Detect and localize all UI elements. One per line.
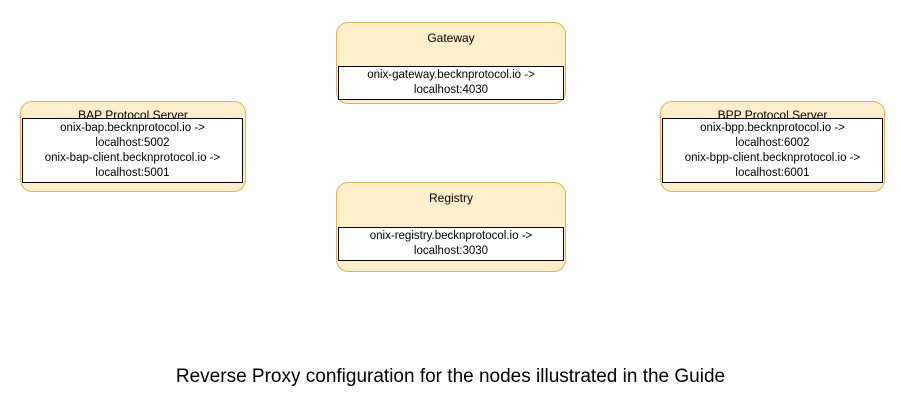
diagram-caption: Reverse Proxy configuration for the node… [175, 366, 726, 387]
proxy-mapping-line: onix-registry.becknprotocol.io -> [369, 230, 533, 242]
node-gateway-title: Gateway [427, 31, 475, 45]
node-bap-protocol-server-config-panel: onix-bap.becknprotocol.io -> localhost:5… [22, 118, 243, 183]
node-registry[interactable]: Registry onix-registry.becknprotocol.io … [336, 182, 566, 272]
proxy-mapping-line: localhost:5001 [95, 166, 170, 179]
node-bpp-protocol-server[interactable]: BPP Protocol Server onix-bpp.becknprotoc… [660, 101, 885, 192]
proxy-mapping-line: onix-gateway.becknprotocol.io -> [367, 69, 535, 81]
proxy-mapping-line: localhost:5002 [95, 136, 170, 149]
proxy-mapping-line: localhost:3030 [413, 245, 489, 257]
proxy-mapping-line: localhost:6002 [735, 136, 810, 149]
proxy-mapping-line: onix-bpp-client.becknprotocol.io -> [684, 151, 861, 164]
node-gateway[interactable]: Gateway onix-gateway.becknprotocol.io ->… [336, 22, 566, 104]
proxy-mapping-line: onix-bap-client.becknprotocol.io -> [44, 151, 221, 164]
proxy-mapping-line: localhost:4030 [413, 84, 489, 96]
node-bap-protocol-server[interactable]: BAP Protocol Server onix-bap.becknprotoc… [20, 101, 246, 192]
node-bpp-protocol-server-config-panel: onix-bpp.becknprotocol.io -> localhost:6… [662, 118, 883, 183]
proxy-mapping-line: onix-bpp.becknprotocol.io -> [700, 121, 845, 134]
node-gateway-config-panel: onix-gateway.becknprotocol.io -> localho… [338, 66, 564, 100]
node-registry-title: Registry [428, 191, 473, 205]
proxy-mapping-line: localhost:6001 [735, 166, 810, 179]
proxy-mapping-line: onix-bap.becknprotocol.io -> [60, 121, 205, 134]
node-registry-config-panel: onix-registry.becknprotocol.io -> localh… [338, 227, 564, 261]
